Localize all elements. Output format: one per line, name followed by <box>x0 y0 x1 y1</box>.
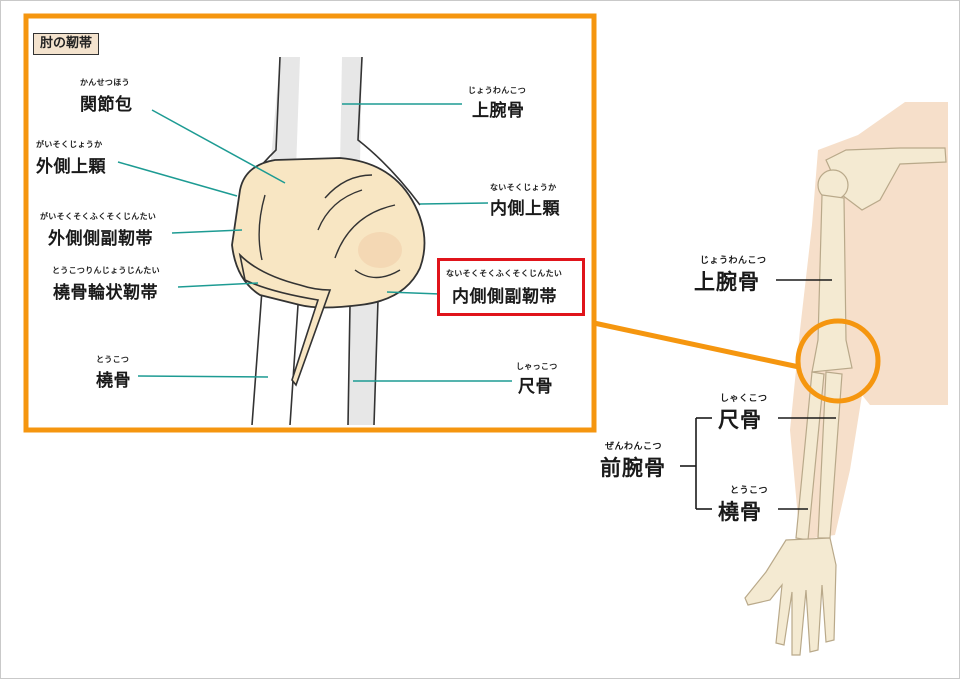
medial-epicondyle-ruby: ないそくじょうか <box>490 183 557 192</box>
arm-radius-ruby: とうこつ <box>730 486 769 496</box>
capsule-label: 関節包 <box>80 95 133 115</box>
forearm-outlines <box>251 289 379 426</box>
mcl-label: 内側側副靭帯 <box>452 287 557 307</box>
mcl-ruby: ないそくそくふくそくじんたい <box>446 269 563 278</box>
radius-left-label: 橈骨 <box>96 371 131 391</box>
radius-left-ruby: とうこつ <box>96 355 130 364</box>
arm-ulna-ruby: しゃくこつ <box>720 394 768 404</box>
humerus-top-label: 上腕骨 <box>472 101 525 121</box>
medial-epicondyle-label: 内側上顆 <box>490 199 560 219</box>
ulna-right-ruby: しゃっこつ <box>516 362 558 371</box>
annular-ligament-shape <box>238 252 332 387</box>
arm-humerus-ruby: じょうわんこつ <box>700 256 767 266</box>
hand-bones <box>744 537 837 656</box>
lateral-epicondyle-ruby: がいそくじょうか <box>36 140 103 149</box>
annular-ruby: とうこつりんじょうじんたい <box>52 266 160 275</box>
arm-leaders <box>680 279 836 510</box>
arm-radius-label: 橈骨 <box>718 500 762 524</box>
humerus-top-ruby: じょうわんこつ <box>468 86 527 95</box>
joint-capsule-shape <box>231 157 426 309</box>
arm-humerus-label: 上腕骨 <box>694 270 760 294</box>
capsule-ruby: かんせつほう <box>80 78 130 87</box>
arm-figure <box>593 102 948 656</box>
arm-forearm-label: 前腕骨 <box>600 456 666 480</box>
ulna-shaft-light <box>348 300 378 425</box>
leader-lines <box>117 103 512 382</box>
humerus-bone <box>811 194 853 373</box>
radial-head-shade <box>358 232 402 268</box>
highlight-box <box>437 258 585 316</box>
lcl-ruby: がいそくそくふくそくじんたい <box>40 212 157 221</box>
lcl-label: 外側側副靭帯 <box>48 229 153 249</box>
arm-ulna-label: 尺骨 <box>718 408 762 432</box>
panel-title: 肘の靭帯 <box>33 33 100 55</box>
elbow-zoom-circle <box>795 318 881 404</box>
scapula-shape <box>825 147 947 211</box>
capsule-folds <box>258 174 401 279</box>
zoom-connector <box>593 320 800 370</box>
annular-label: 橈骨輪状靭帯 <box>53 283 158 303</box>
arm-forearm-ruby: ぜんわんこつ <box>605 442 663 452</box>
zoom-panel <box>23 13 597 433</box>
lateral-epicondyle-label: 外側上顆 <box>36 157 106 177</box>
humerus-shaft-light <box>270 57 300 170</box>
humerus-shaft-light-right <box>340 57 362 165</box>
ulna-right-label: 尺骨 <box>518 377 553 397</box>
